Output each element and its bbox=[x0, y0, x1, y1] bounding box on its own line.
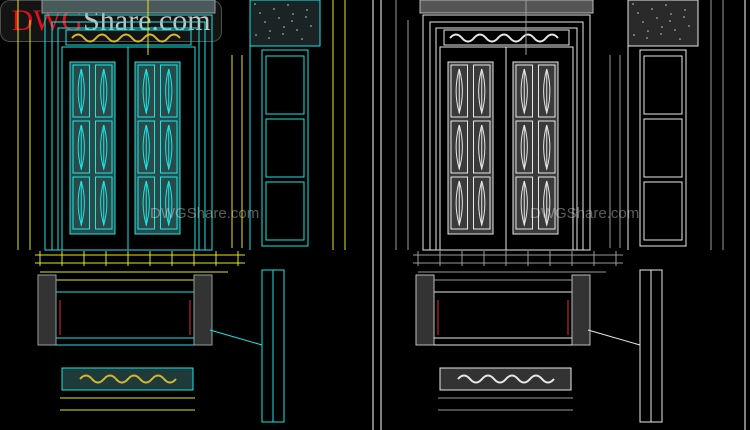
door-panel bbox=[450, 120, 468, 174]
plan-wall-right bbox=[571, 274, 591, 346]
callout-leader bbox=[209, 329, 263, 346]
door-panel bbox=[515, 120, 533, 174]
stone-speckle bbox=[679, 38, 681, 40]
side-panel bbox=[643, 55, 683, 115]
door-panel bbox=[95, 64, 113, 118]
stone-speckle bbox=[283, 26, 285, 28]
door-panel bbox=[137, 64, 155, 118]
door-panel bbox=[160, 120, 178, 174]
door-panel bbox=[450, 176, 468, 230]
stone-speckle bbox=[632, 3, 634, 5]
stone-speckle bbox=[656, 17, 658, 19]
stone-block bbox=[627, 0, 699, 47]
ornament-band bbox=[443, 29, 570, 46]
stone-speckle bbox=[291, 20, 293, 22]
plan-wall-right bbox=[193, 274, 213, 346]
stone-speckle bbox=[670, 13, 672, 15]
stone-speckle bbox=[310, 25, 312, 27]
stone-speckle bbox=[264, 21, 266, 23]
stone-speckle bbox=[301, 38, 303, 40]
colored-view bbox=[17, 0, 346, 423]
door-panel bbox=[538, 64, 556, 118]
stone-speckle bbox=[268, 37, 270, 39]
stone-speckle bbox=[273, 8, 275, 10]
ornament-scroll bbox=[449, 33, 559, 43]
stone-speckle bbox=[669, 20, 671, 22]
side-panel-frame bbox=[639, 49, 687, 247]
door-panel bbox=[137, 120, 155, 174]
monochrome-view bbox=[395, 0, 724, 423]
watermark-small-left: DWGShare.com bbox=[150, 205, 260, 222]
stone-speckle bbox=[651, 8, 653, 10]
door-panel bbox=[473, 64, 491, 118]
ornament-band bbox=[65, 29, 192, 46]
watermark-small-right: DWGShare.com bbox=[530, 205, 640, 222]
cornice bbox=[419, 0, 594, 14]
side-panel bbox=[643, 181, 683, 241]
door-panel bbox=[72, 120, 90, 174]
stone-speckle bbox=[292, 13, 294, 15]
stone-speckle bbox=[661, 26, 663, 28]
door-panel bbox=[72, 64, 90, 118]
door-panel bbox=[160, 64, 178, 118]
header-ornament bbox=[79, 374, 177, 384]
stone-speckle bbox=[259, 12, 261, 14]
stone-speckle bbox=[637, 12, 639, 14]
header-ornament bbox=[457, 374, 555, 384]
door-panel bbox=[515, 64, 533, 118]
stone-speckle bbox=[646, 37, 648, 39]
stone-speckle bbox=[296, 29, 298, 31]
stone-speckle bbox=[684, 9, 686, 11]
door-leaf bbox=[69, 61, 116, 235]
side-panel bbox=[643, 118, 683, 178]
door-panel bbox=[450, 64, 468, 118]
side-panel bbox=[265, 118, 305, 178]
door-panel bbox=[538, 176, 556, 230]
door-leaf bbox=[447, 61, 494, 235]
door-panel bbox=[95, 176, 113, 230]
ornament-scroll bbox=[71, 33, 181, 43]
door-leaf bbox=[134, 61, 181, 235]
stone-speckle bbox=[688, 25, 690, 27]
door-leaf bbox=[512, 61, 559, 235]
door-panel bbox=[72, 176, 90, 230]
callout-leader bbox=[587, 329, 641, 346]
stone-speckle bbox=[683, 16, 685, 18]
stone-speckle bbox=[305, 16, 307, 18]
side-panel bbox=[265, 181, 305, 241]
stone-speckle bbox=[642, 21, 644, 23]
door-panel bbox=[160, 176, 178, 230]
door-panel bbox=[137, 176, 155, 230]
stone-speckle bbox=[287, 4, 289, 6]
door-panel bbox=[95, 120, 113, 174]
cornice bbox=[41, 0, 216, 14]
stone-speckle bbox=[282, 33, 284, 35]
plan-wall-left bbox=[37, 274, 57, 346]
stone-block bbox=[249, 0, 321, 47]
plan-wall-left bbox=[415, 274, 435, 346]
stone-speckle bbox=[255, 34, 257, 36]
door-panel bbox=[473, 176, 491, 230]
stone-speckle bbox=[647, 30, 649, 32]
side-panel-frame bbox=[261, 49, 309, 247]
stone-speckle bbox=[665, 4, 667, 6]
door-panel bbox=[473, 120, 491, 174]
stone-speckle bbox=[278, 17, 280, 19]
side-panel bbox=[265, 55, 305, 115]
stone-speckle bbox=[254, 3, 256, 5]
stone-speckle bbox=[674, 29, 676, 31]
stone-speckle bbox=[633, 34, 635, 36]
stone-speckle bbox=[306, 9, 308, 11]
stone-speckle bbox=[269, 30, 271, 32]
door-panel bbox=[538, 120, 556, 174]
stone-speckle bbox=[660, 33, 662, 35]
door-panel bbox=[515, 176, 533, 230]
